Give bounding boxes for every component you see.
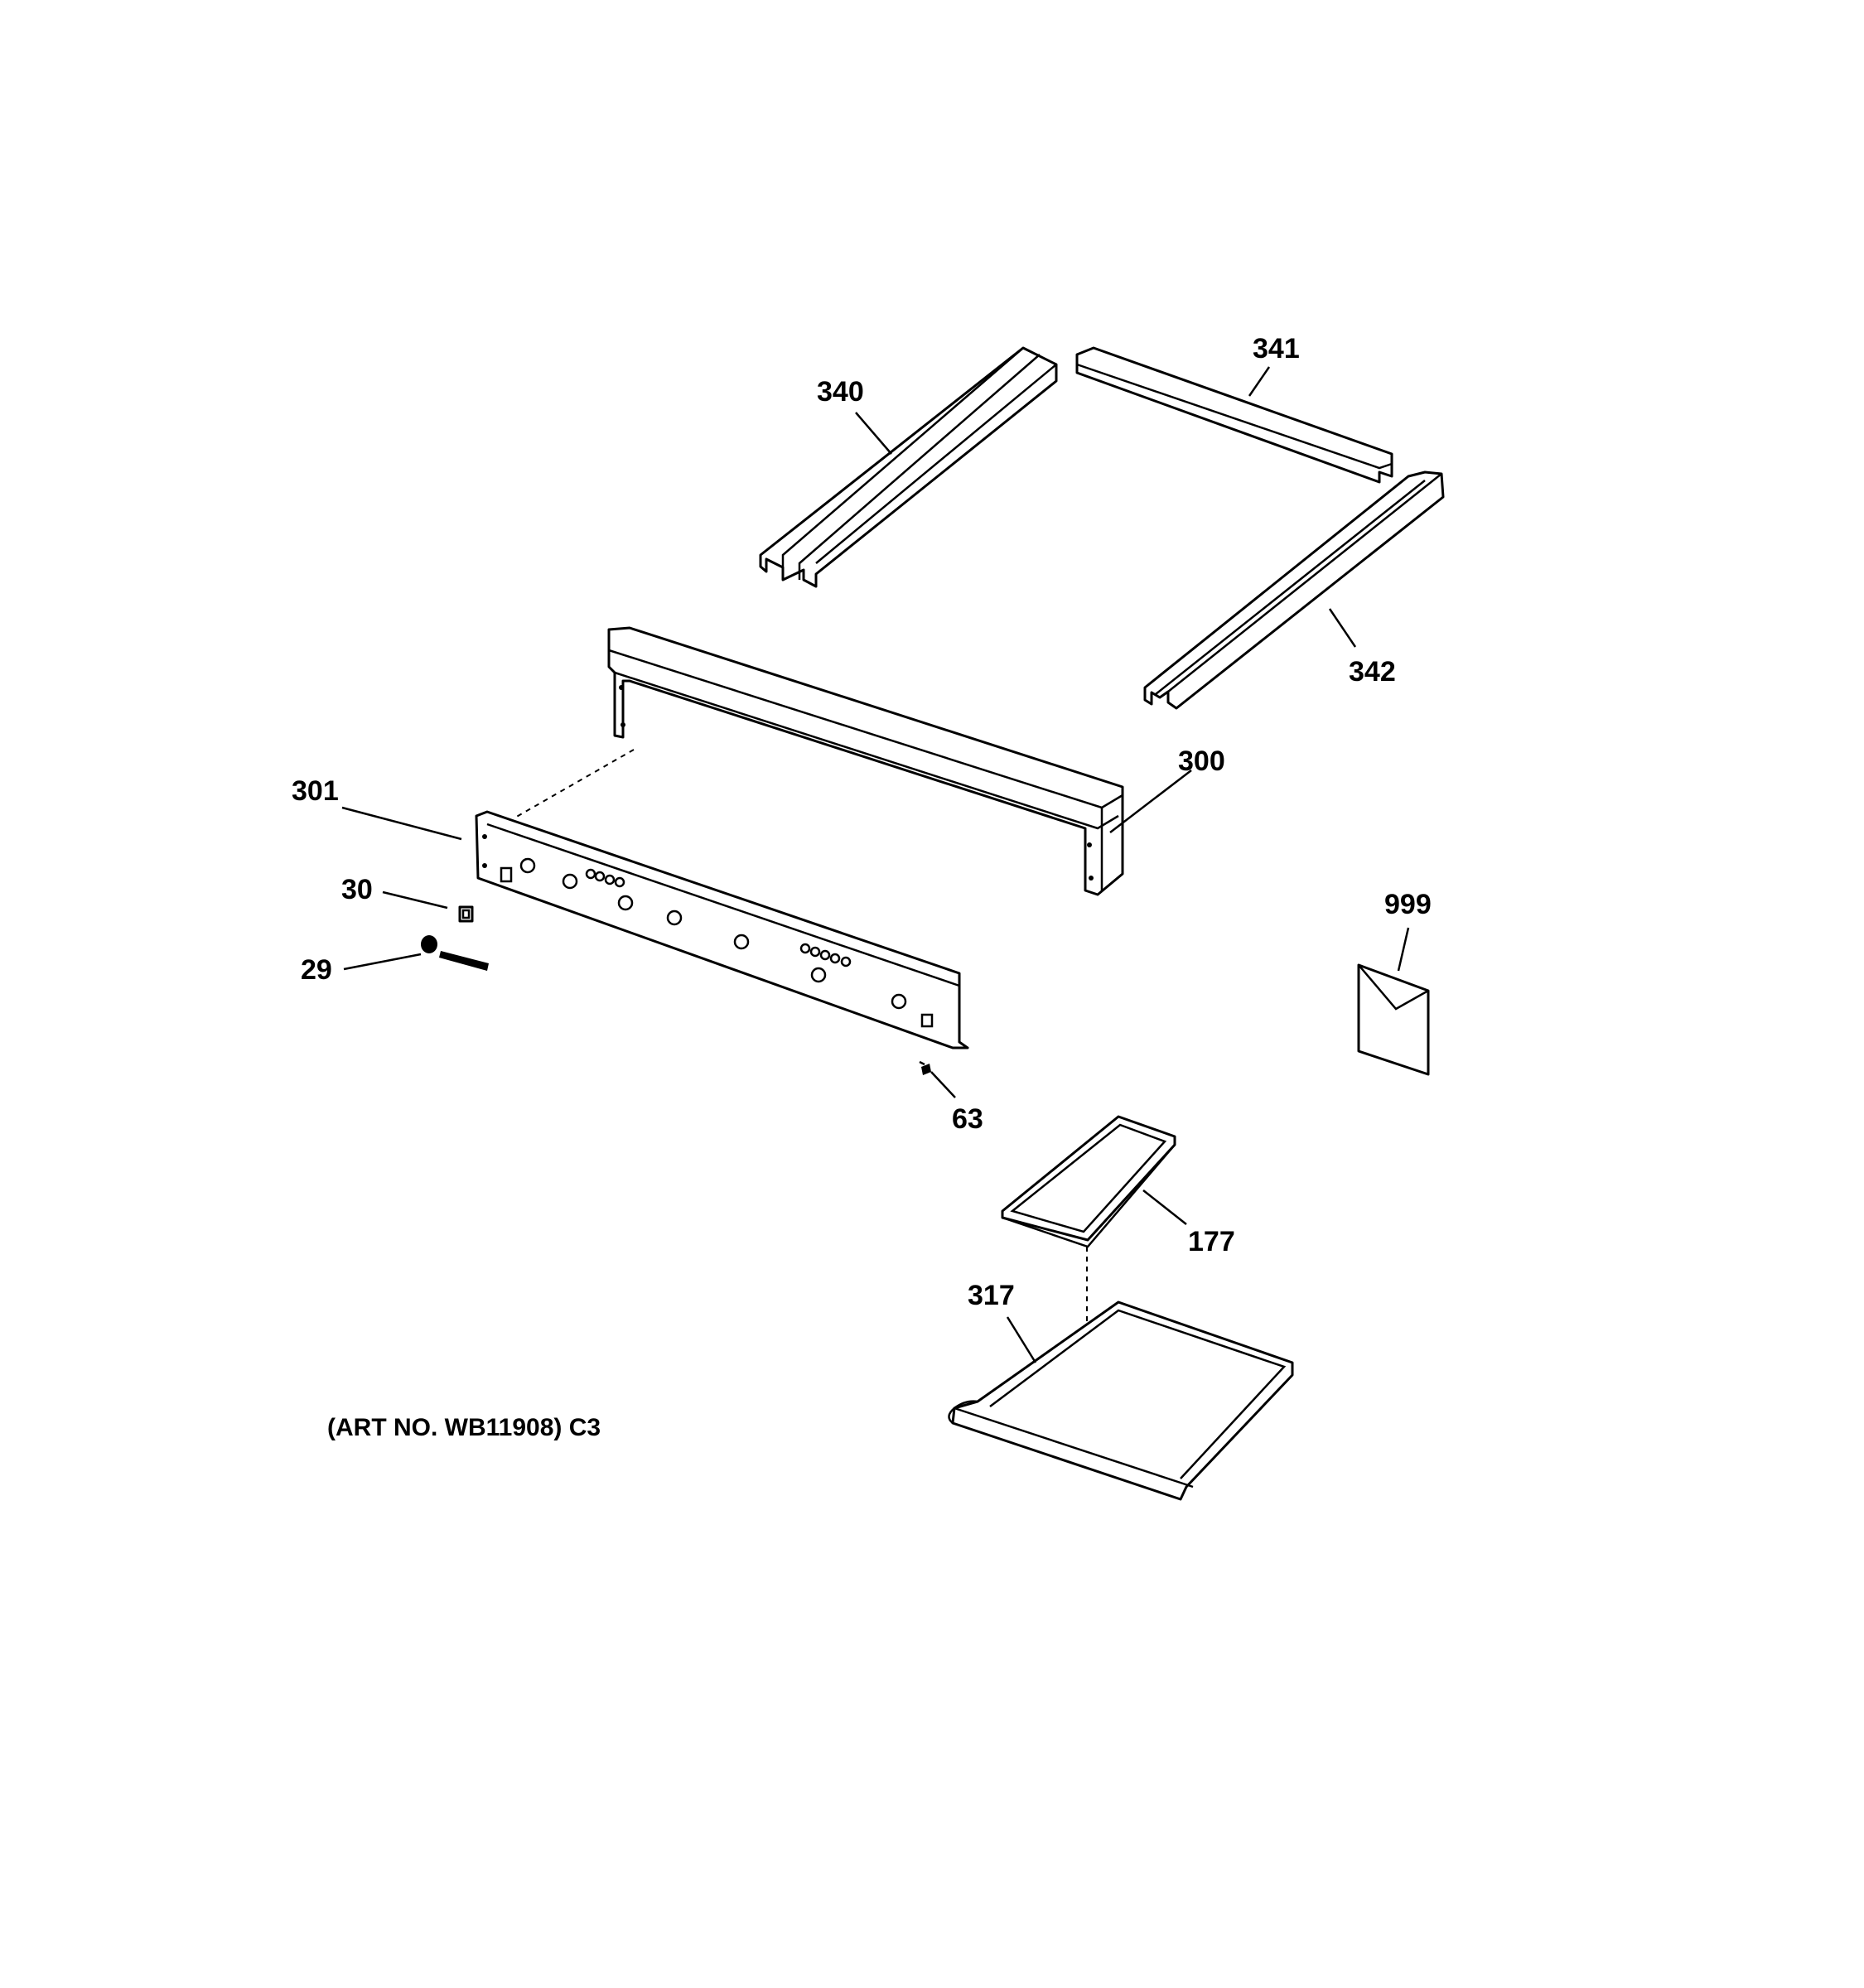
label-301: 301 xyxy=(292,775,339,807)
part-63-screw xyxy=(919,1060,931,1075)
label-317: 317 xyxy=(968,1280,1015,1311)
label-340: 340 xyxy=(817,376,864,408)
part-30-clip xyxy=(458,905,474,923)
label-29: 29 xyxy=(301,954,332,986)
part-342-side-rail xyxy=(1143,470,1445,710)
alignment-line-300-301 xyxy=(513,749,635,819)
part-317-drawer xyxy=(948,1300,1294,1501)
label-300: 300 xyxy=(1178,746,1225,777)
part-29-nameplate xyxy=(421,935,489,971)
part-301-control-panel xyxy=(475,810,969,1049)
part-177-tray-frame xyxy=(1001,1115,1176,1248)
part-300-backguard xyxy=(607,626,1124,896)
label-341: 341 xyxy=(1253,333,1300,364)
art-number: (ART NO. WB11908) C3 xyxy=(327,1414,601,1441)
part-341-back-rail xyxy=(1075,346,1393,484)
label-999: 999 xyxy=(1384,889,1432,920)
part-999-envelope xyxy=(1357,963,1430,1076)
part-340-side-rail xyxy=(759,346,1058,588)
label-342: 342 xyxy=(1349,656,1396,688)
label-177: 177 xyxy=(1188,1226,1235,1257)
label-30: 30 xyxy=(341,874,373,905)
leader-lines xyxy=(341,366,1410,1363)
label-63: 63 xyxy=(952,1103,983,1135)
